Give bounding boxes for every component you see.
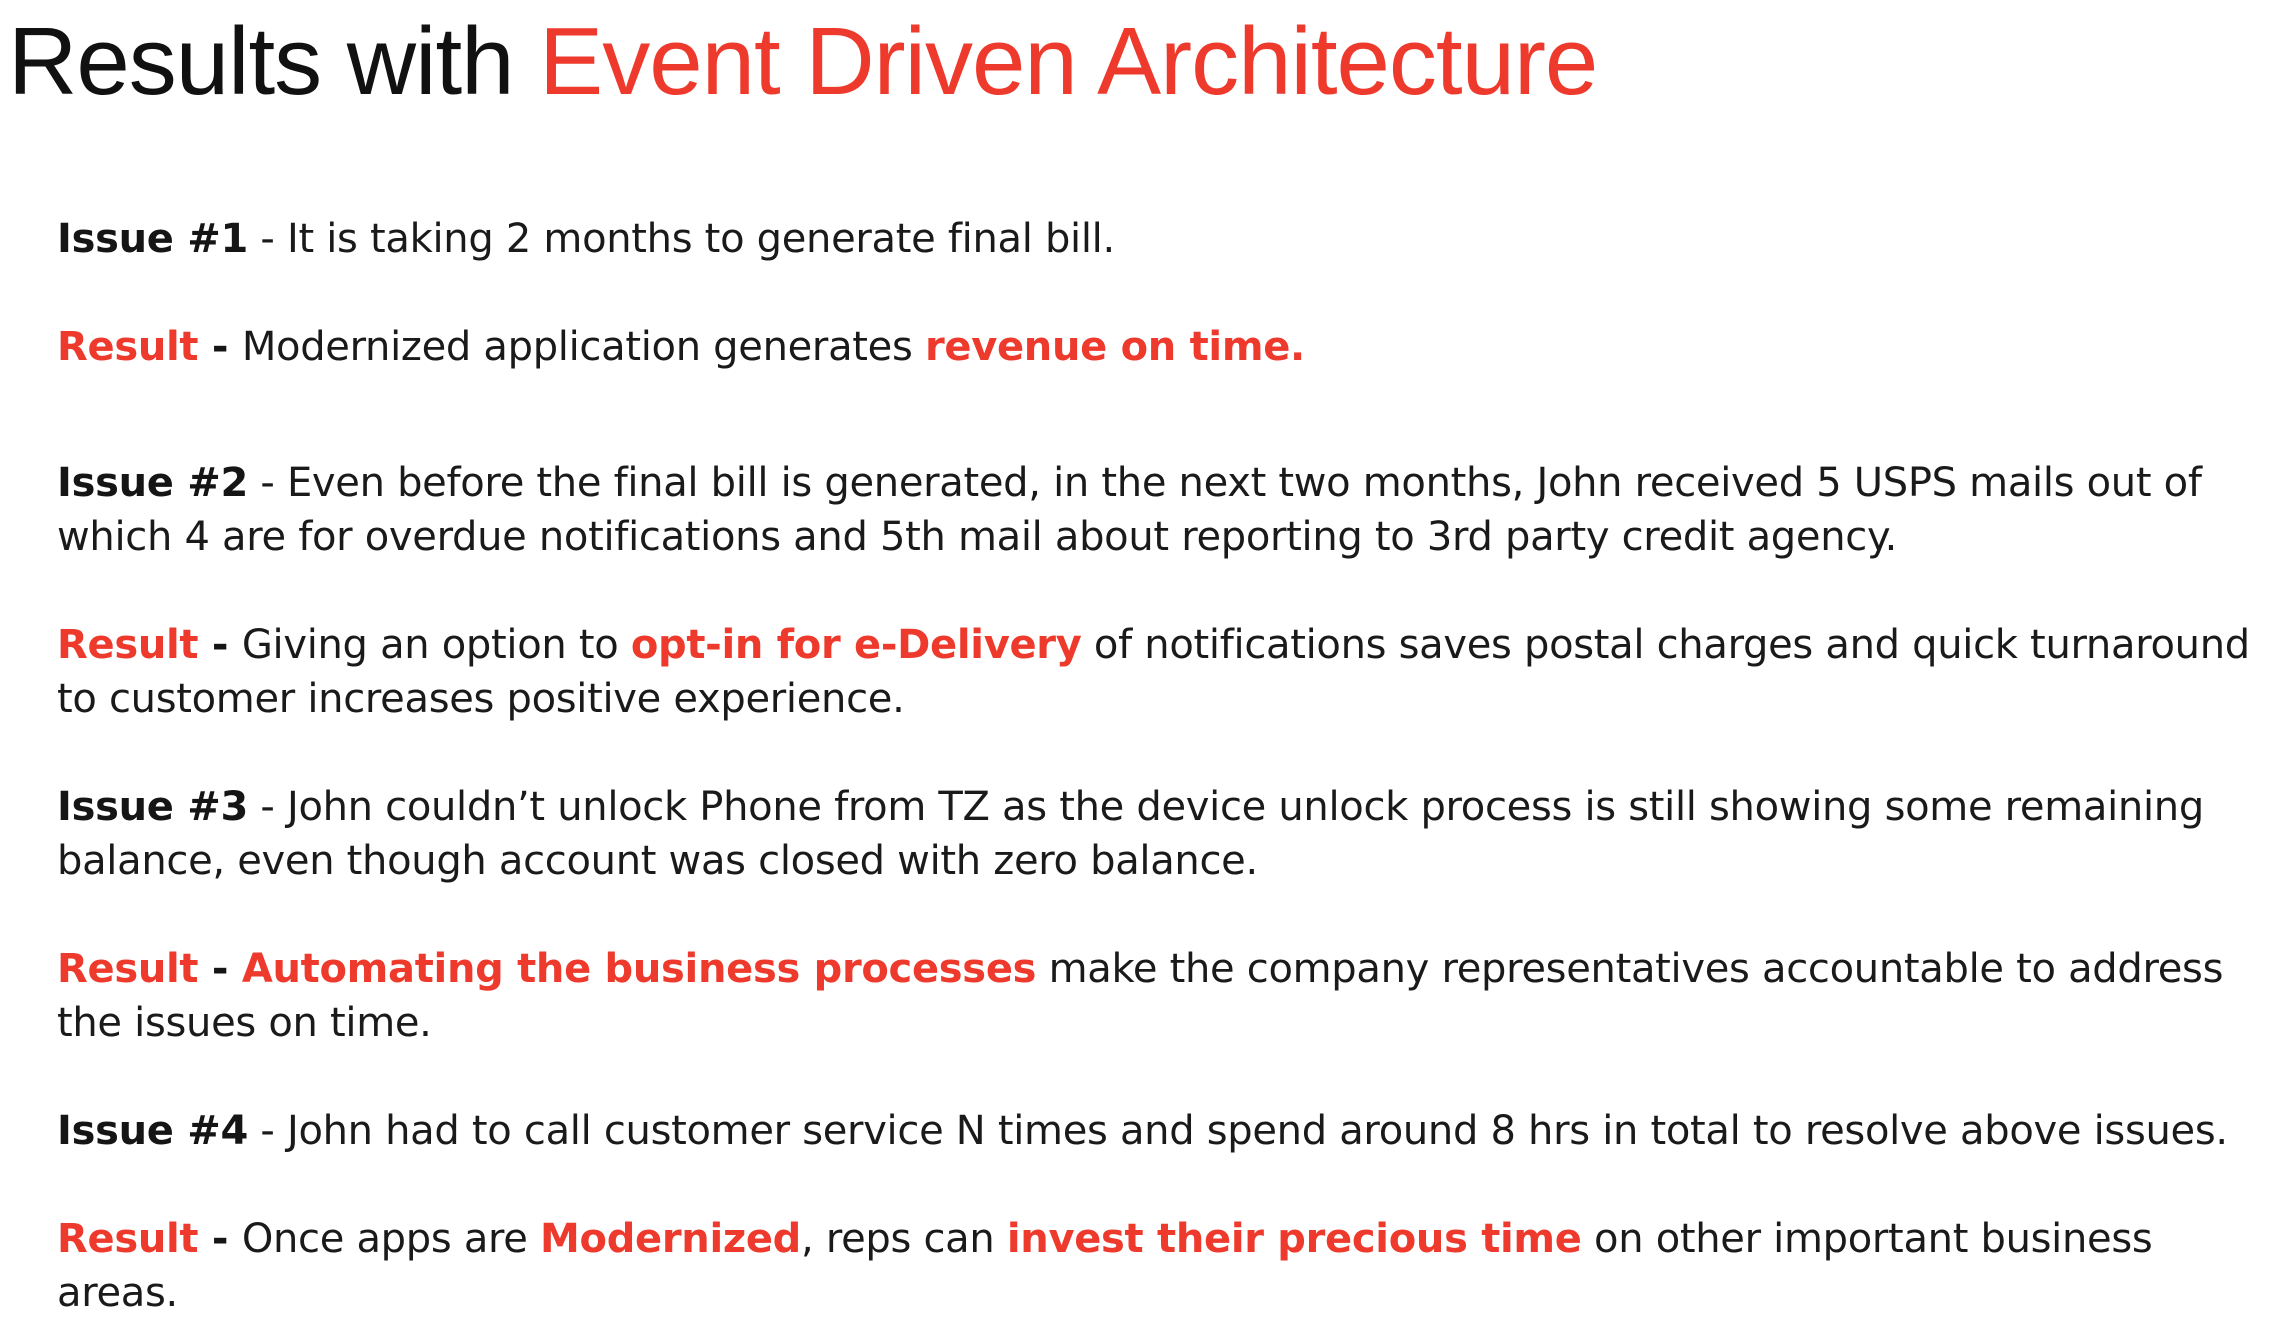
issue-3-label: Issue #3 <box>57 784 248 830</box>
result-1-dash: - <box>198 324 242 370</box>
result-4-text-b: , reps can <box>801 1216 1007 1262</box>
result-1: Result - Modernized application generate… <box>57 320 2257 374</box>
result-2-highlight: opt-in for e-Delivery <box>630 622 1082 668</box>
result-4-dash: - <box>198 1216 242 1262</box>
result-1-label: Result <box>57 324 199 370</box>
result-3: Result - Automating the business process… <box>57 942 2257 1050</box>
issue-3: Issue #3 - John couldn’t unlock Phone fr… <box>57 780 2257 888</box>
title-prefix: Results with <box>8 8 540 115</box>
title-accent: Event Driven Architecture <box>539 8 1598 115</box>
result-4: Result - Once apps are Modernized, reps … <box>57 1212 2257 1320</box>
slide-body: Issue #1 - It is taking 2 months to gene… <box>57 212 2257 1320</box>
issue-4: Issue #4 - John had to call customer ser… <box>57 1104 2257 1158</box>
issue-2-text: - Even before the final bill is generate… <box>57 460 2202 560</box>
result-1-highlight: revenue on time. <box>924 324 1305 370</box>
result-2-dash: - <box>198 622 242 668</box>
result-2: Result - Giving an option to opt-in for … <box>57 618 2257 726</box>
result-2-label: Result <box>57 622 199 668</box>
result-2-text-b: of notifications saves postal charges an… <box>57 622 2250 722</box>
issue-2-label: Issue #2 <box>57 460 248 506</box>
slide-title: Results with Event Driven Architecture <box>8 2 1598 122</box>
result-3-dash: - <box>198 946 242 992</box>
issue-2: Issue #2 - Even before the final bill is… <box>57 456 2257 564</box>
issue-3-text: - John couldn’t unlock Phone from TZ as … <box>57 784 2204 884</box>
result-4-highlight-b: invest their precious time <box>1006 1216 1582 1262</box>
result-3-highlight: Automating the business processes <box>241 946 1037 992</box>
result-2-text-a: Giving an option to <box>241 622 631 668</box>
issue-1-label: Issue #1 <box>57 216 248 262</box>
result-4-label: Result <box>57 1216 199 1262</box>
result-1-text: Modernized application generates <box>241 324 925 370</box>
result-4-text-a: Once apps are <box>241 1216 541 1262</box>
result-4-highlight-a: Modernized <box>540 1216 802 1262</box>
issue-1-text: - It is taking 2 months to generate fina… <box>247 216 1115 262</box>
issue-4-text: - John had to call customer service N ti… <box>247 1108 2228 1154</box>
issue-4-label: Issue #4 <box>57 1108 248 1154</box>
issue-1: Issue #1 - It is taking 2 months to gene… <box>57 212 2257 266</box>
result-3-label: Result <box>57 946 199 992</box>
result-3-text: make the company representatives account… <box>57 946 2224 1046</box>
